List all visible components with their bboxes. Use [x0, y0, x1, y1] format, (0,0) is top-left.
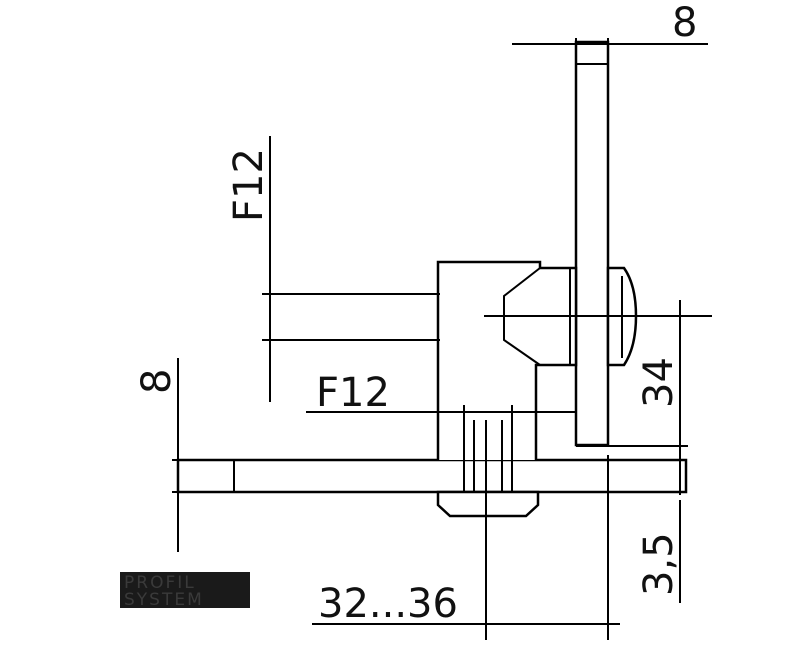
dim-f12-vertical-label: F12	[226, 148, 272, 222]
horizontal-plate	[176, 458, 688, 494]
dim-right-3-5: 3,5	[607, 455, 682, 640]
dim-f12-vertical: F12	[226, 136, 440, 402]
dim-left-8-label: 8	[134, 369, 180, 394]
dim-f12-horizontal-label: F12	[316, 370, 390, 416]
logo-line-2: SYSTEM	[124, 590, 204, 610]
axis-lines	[484, 315, 712, 640]
dim-right-34-label: 34	[636, 357, 682, 408]
dim-bottom-32-36: 32...36	[312, 581, 620, 627]
dim-top-8: 8	[512, 0, 708, 64]
dim-right-34: 34	[576, 300, 688, 495]
vertical-plate	[574, 40, 610, 447]
dim-left-8: 8	[134, 358, 238, 552]
logo-line-1: PROFIL	[124, 573, 196, 593]
connector-block	[436, 260, 578, 460]
dim-f12-horizontal: F12	[306, 370, 576, 416]
dim-top-8-label: 8	[672, 0, 697, 46]
dim-right-3-5-label: 3,5	[636, 532, 682, 596]
vertical-bolt	[436, 405, 540, 518]
profil-system-logo: PROFIL SYSTEM	[120, 572, 250, 610]
dim-bottom-32-36-label: 32...36	[318, 581, 458, 627]
